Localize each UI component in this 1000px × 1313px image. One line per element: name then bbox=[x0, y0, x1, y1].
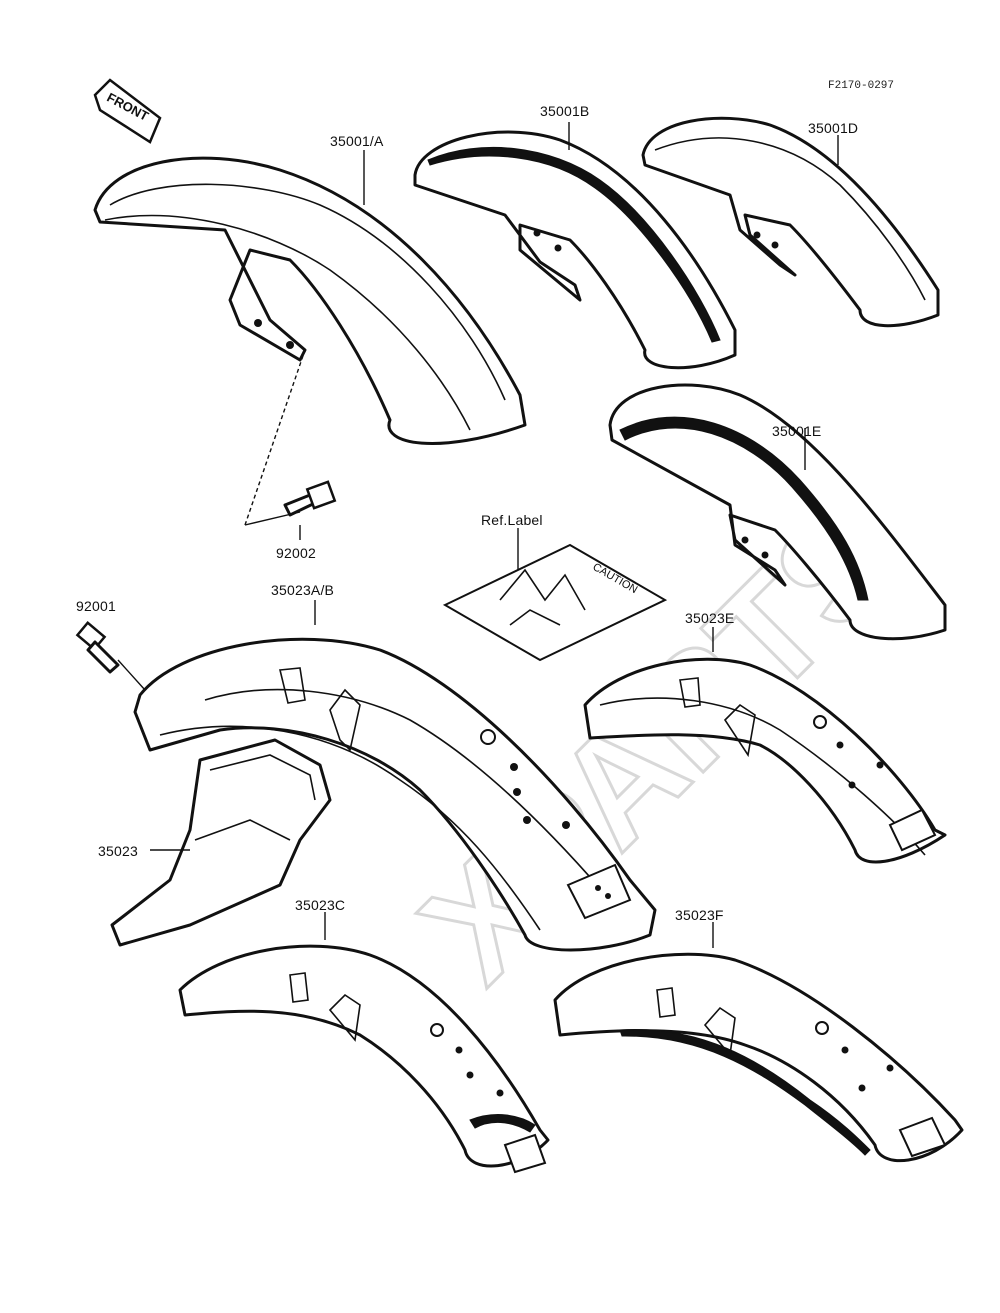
rear-fender-35023F[interactable] bbox=[553, 952, 964, 1163]
front-fender-35001E[interactable] bbox=[608, 383, 947, 641]
label-35001E: 35001E bbox=[772, 423, 822, 439]
front-fender-35001A[interactable] bbox=[93, 156, 527, 445]
rear-fender-35023E[interactable] bbox=[583, 657, 947, 864]
front-fender-35001D[interactable] bbox=[641, 116, 940, 328]
label-35001B: 35001B bbox=[540, 103, 590, 119]
label-35023C: 35023C bbox=[295, 897, 346, 913]
inner-fender-35023[interactable] bbox=[110, 738, 332, 947]
front-fender-35001B[interactable] bbox=[413, 130, 737, 370]
label-92002: 92002 bbox=[276, 545, 316, 561]
drawing-code: F2170-0297 bbox=[828, 80, 895, 92]
label-35001A: 35001/A bbox=[330, 133, 384, 149]
label-35023AB: 35023A/B bbox=[271, 582, 335, 598]
ref-label-title: Ref.Label bbox=[481, 512, 543, 528]
label-35023F: 35023F bbox=[675, 907, 724, 923]
bolt-92002[interactable] bbox=[283, 480, 337, 517]
label-35001D: 35001D bbox=[808, 120, 859, 136]
label-35023: 35023 bbox=[98, 843, 138, 859]
bolt-92001[interactable] bbox=[75, 621, 120, 674]
label-92001: 92001 bbox=[76, 598, 116, 614]
leader-lines bbox=[117, 122, 839, 948]
rear-fender-35023C[interactable] bbox=[178, 944, 550, 1174]
rear-fender-35023AB[interactable] bbox=[133, 637, 657, 952]
ref-label-plate: CAUTION bbox=[442, 543, 668, 662]
front-arrow-icon: FRONT bbox=[93, 78, 162, 144]
label-35023E: 35023E bbox=[685, 610, 735, 626]
